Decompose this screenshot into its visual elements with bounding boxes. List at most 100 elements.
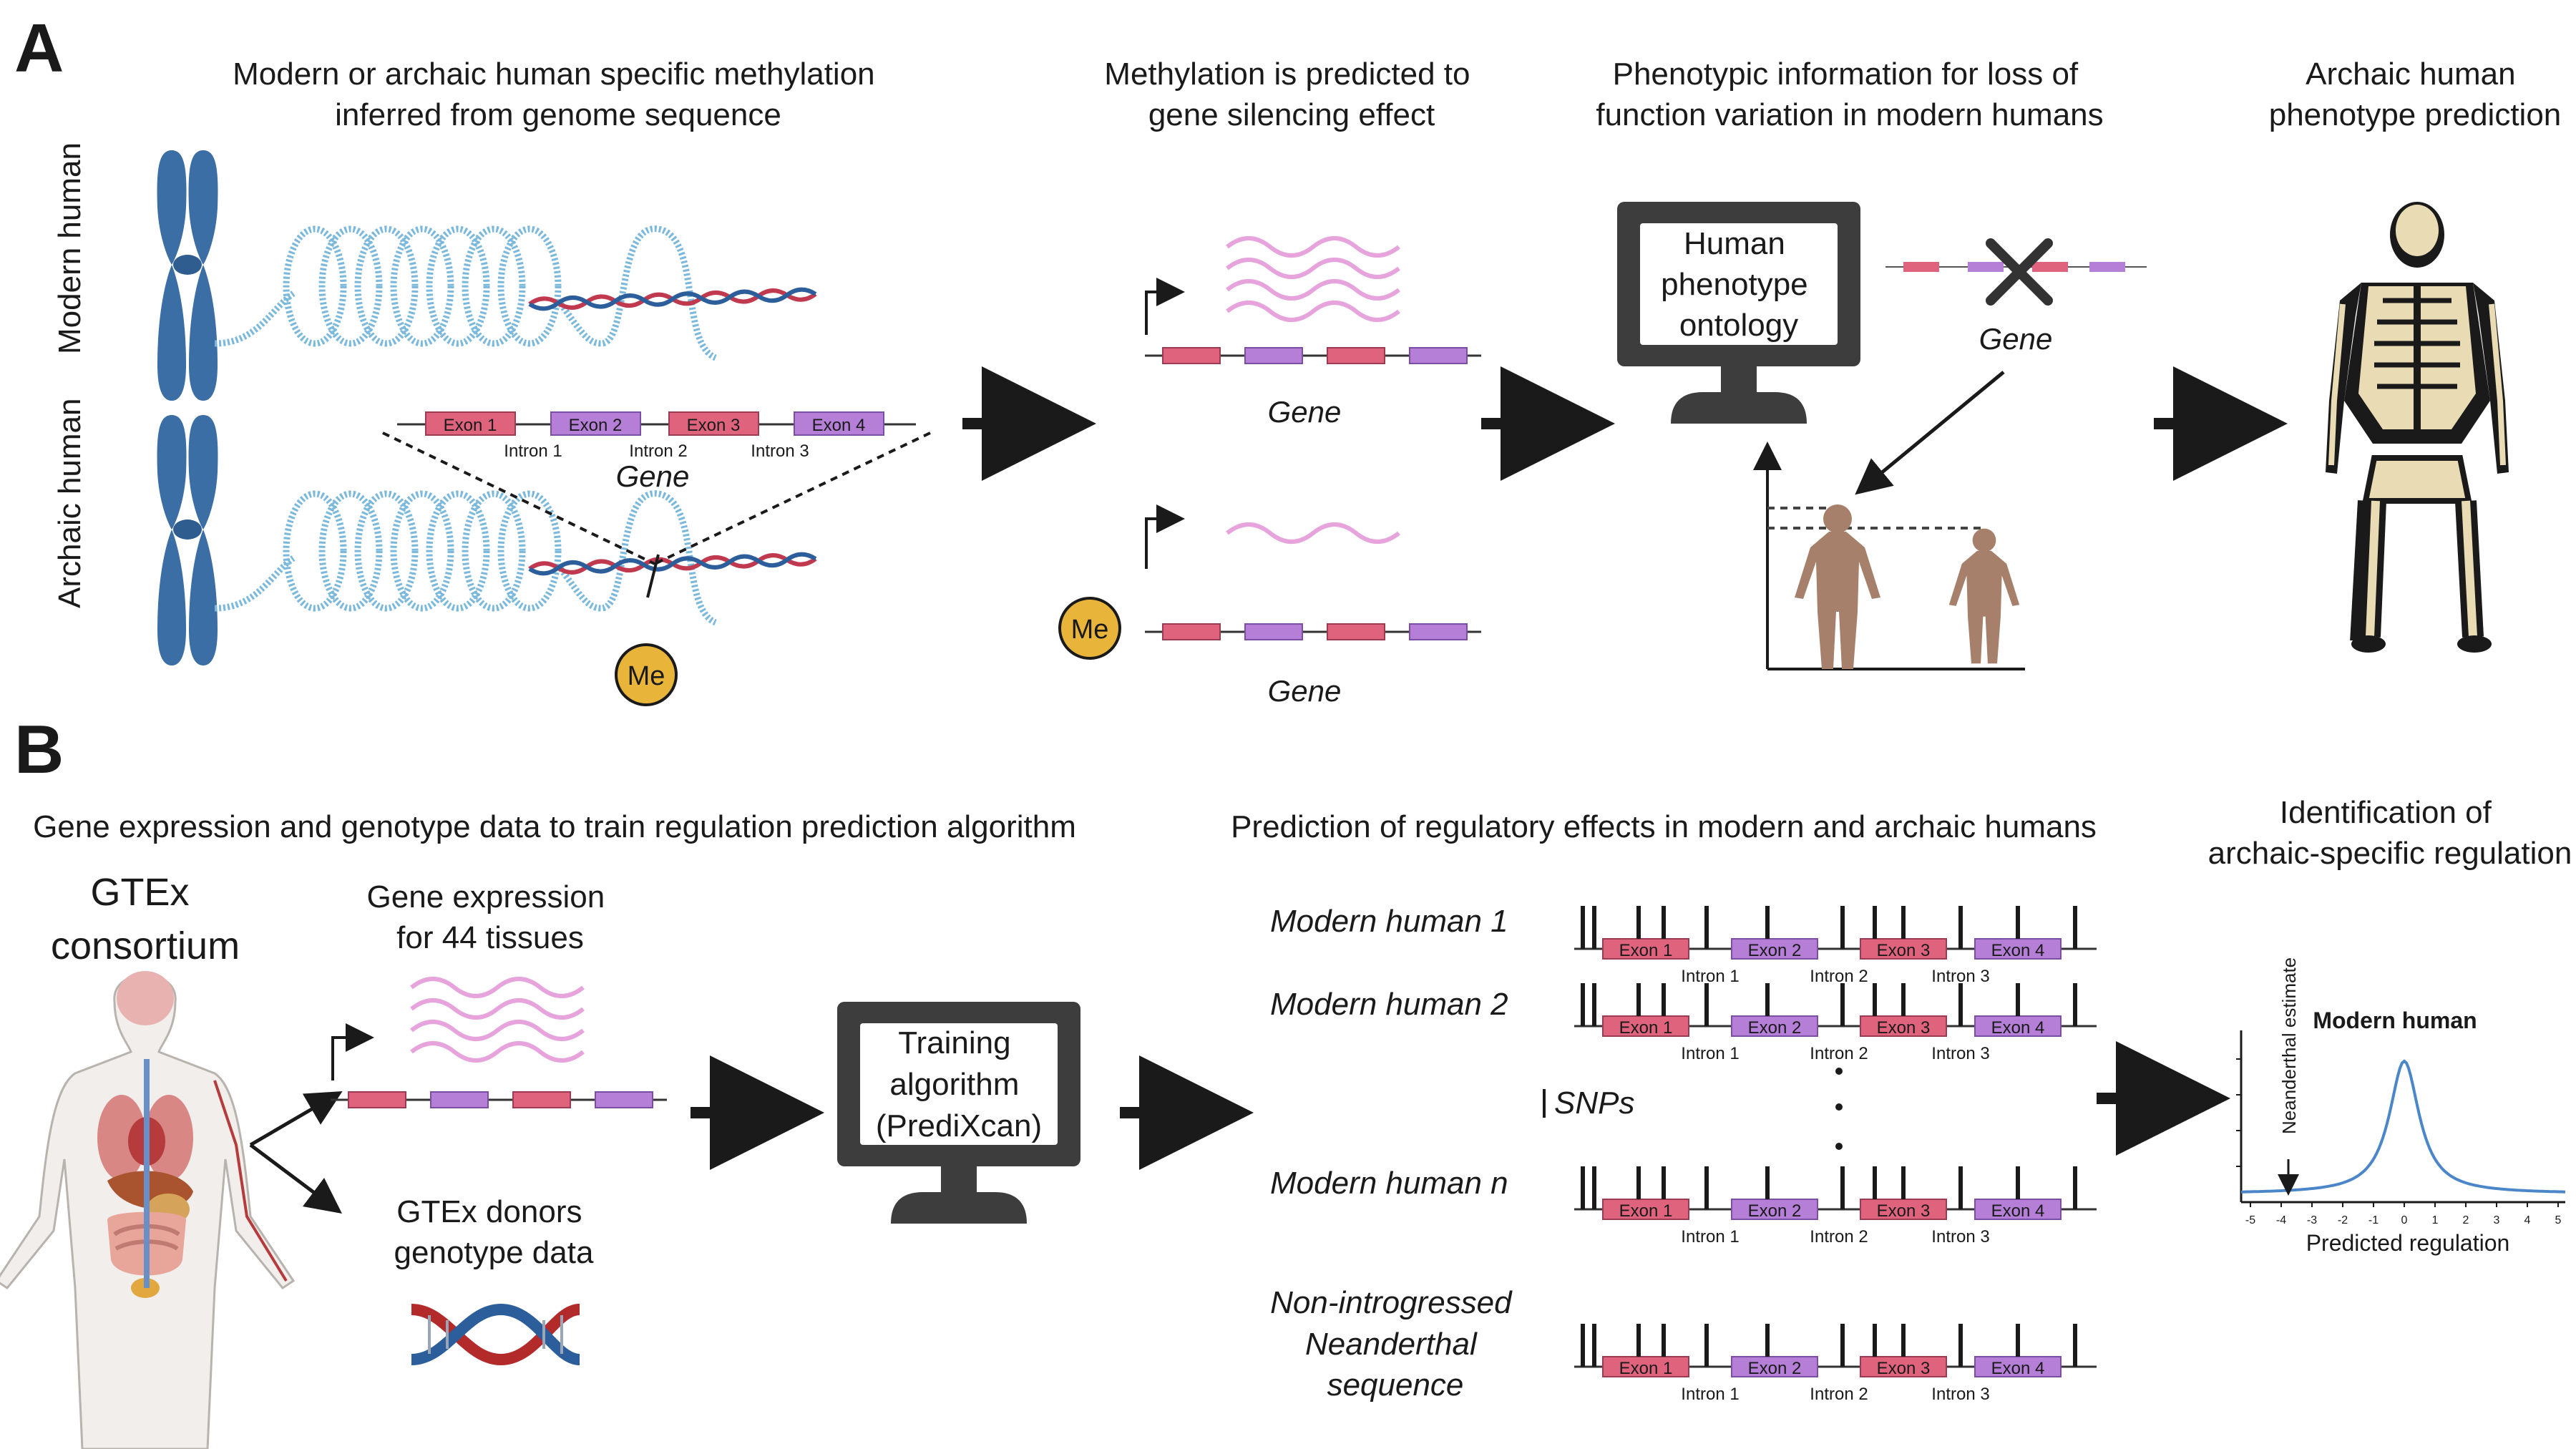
x-tick-label: 4 [2524,1214,2531,1226]
intron-label: Intron 1 [1681,1044,1739,1063]
exon-label: Exon 4 [1991,1201,2045,1221]
exon-label: Exon 2 [569,416,623,435]
skeleton-figure [2326,202,2509,653]
x-tick-label: 1 [2432,1214,2439,1226]
dna-helix-icon [411,1303,581,1366]
knockout-arrow [1855,371,2005,495]
exon-label: Exon 3 [1877,1201,1931,1221]
exon-label: Exon 3 [687,416,741,435]
snps-label: SNPs [1554,1085,1634,1121]
exon-label: Exon 2 [1748,1018,1802,1038]
x-tick-label: -3 [2307,1214,2317,1226]
snps-legend: SNPs [1543,1085,1634,1121]
silenced-gene: Gene [1143,504,1483,708]
exon-label: Exon 1 [1619,941,1673,960]
gene-label: Gene [1268,395,1342,429]
monitor-hpo-text: Human phenotype ontology [1661,226,1817,343]
row-label-modern-1: Modern human 1 [1270,904,1508,939]
exon-label: Exon 1 [444,416,497,435]
gene-label: Gene [1979,322,2053,356]
me-label: Me [628,661,665,691]
donors-genotype-label: GTEx donors genotype data [394,1194,594,1270]
chromosome-archaic [157,415,218,665]
exon-label: Exon 1 [1619,1018,1673,1038]
intron-label: Intron 2 [1810,1044,1868,1063]
x-tick-label: 3 [2494,1214,2500,1226]
expressed-gene-b [329,979,668,1109]
gene-expression-label: Gene expression for 44 tissues [367,879,614,955]
exon-label: Exon 4 [812,416,866,435]
mini-gene-knockout [1885,262,2147,272]
x-tick-label: -5 [2245,1214,2255,1226]
exon-label: Exon 4 [1991,941,2045,960]
a-step3-title: Phenotypic information for loss of funct… [1596,57,2103,132]
intron-label: Intron 1 [1681,1385,1739,1404]
x-tick-label: -4 [2276,1214,2286,1226]
body-to-expression-arrow [249,1091,343,1147]
regulation-density-plot: -5 -4 -3 -2 -1 0 1 2 3 4 5 Modern human Neandertha… [2236,957,2566,1256]
b-step1-title: Gene expression and genotype data to tra… [33,809,1076,844]
methyl-group-2: Me [1058,597,1121,660]
row-label-neanderthal: Non-introgressed Neanderthal sequence [1270,1285,1521,1402]
dna-strand-modern [530,289,816,309]
panel-a-letter: A [14,10,64,87]
methyl-group-1: Me [615,643,678,706]
row-label-modern-n: Modern human n [1270,1166,1508,1201]
intron-label: Intron 2 [1810,967,1868,986]
x-tick-label: -1 [2368,1214,2379,1226]
curve-label: Modern human [2313,1008,2477,1033]
intron-label: Intron 1 [504,441,562,461]
exon-label: Exon 3 [1877,1359,1931,1378]
x-tick-group: -5 -4 -3 -2 -1 0 1 2 3 4 5 [2245,1202,2562,1226]
gene-structure-archaic: Exon 1 Exon 2 Exon 3 Exon 4 Intron 1 Int… [397,411,916,493]
person-short [1948,528,2020,664]
chromatin-coil-modern [215,229,716,358]
row-label-modern: Modern human [52,142,87,354]
x-tick-label: 5 [2555,1214,2562,1226]
a-step1-title: Modern or archaic human specific methyla… [233,57,884,132]
body-to-genotype-arrow [249,1143,342,1214]
neanderthal-estimate-label: Neanderthal estimate [2278,957,2300,1134]
expressed-gene: Gene [1143,238,1483,429]
exon-label: Exon 1 [1619,1359,1673,1378]
monitor-predixcan-text: Training algorithm (PrediXcan) [876,1025,1042,1143]
intron-label: Intron 3 [1931,1227,1989,1246]
intron-label: Intron 1 [1681,967,1739,986]
a-step4-title: Archaic human phenotype prediction [2269,57,2562,132]
a-step2-title: Methylation is predicted to gene silenci… [1104,57,1478,132]
exon-label: Exon 2 [1748,941,1802,960]
intron-label: Intron 2 [1810,1385,1868,1404]
intron-label: Intron 3 [1931,1044,1989,1063]
haplotype-row: Exon 1 Exon 2 Exon 3 Exon 4 Intron 1 Int… [1574,1324,2097,1404]
x-tick-label: 2 [2463,1214,2469,1226]
intron-label: Intron 2 [629,441,687,461]
haplotype-row: Exon 1 Exon 2 Exon 3 Exon 4 Intron 1 Int… [1574,1166,2097,1246]
b-step2-title: Prediction of regulatory effects in mode… [1231,809,2097,844]
panel-b-letter: B [14,711,64,788]
intron-label: Intron 3 [1931,967,1989,986]
chromosome-modern [157,150,218,401]
intron-label: Intron 3 [751,441,809,461]
exon-label: Exon 3 [1877,941,1931,960]
intron-label: Intron 1 [1681,1227,1739,1246]
exon-label: Exon 4 [1991,1359,2045,1378]
gtex-consortium-label: GTEx consortium [51,871,240,967]
b-step3-title: Identification of archaic-specific regul… [2208,795,2572,871]
y-tick-group [2236,1058,2241,1167]
me-label: Me [1071,615,1109,645]
exon-label: Exon 1 [1619,1201,1673,1221]
gene-label: Gene [1268,674,1342,708]
ellipsis-dots [1835,1068,1843,1150]
cross-icon [1986,238,2053,306]
intron-label: Intron 3 [1931,1385,1989,1404]
haplotype-row: Exon 1 Exon 2 Exon 3 Exon 4 Intron 1 Int… [1574,906,2097,986]
exon-label: Exon 3 [1877,1018,1931,1038]
exon-label: Exon 2 [1748,1201,1802,1221]
exon-label: Exon 4 [1991,1018,2045,1038]
exon-label: Exon 2 [1748,1359,1802,1378]
x-tick-label: 0 [2401,1214,2408,1226]
x-tick-label: -2 [2338,1214,2348,1226]
plot-xlabel: Predicted regulation [2306,1230,2510,1256]
human-body-organs [0,971,296,1449]
